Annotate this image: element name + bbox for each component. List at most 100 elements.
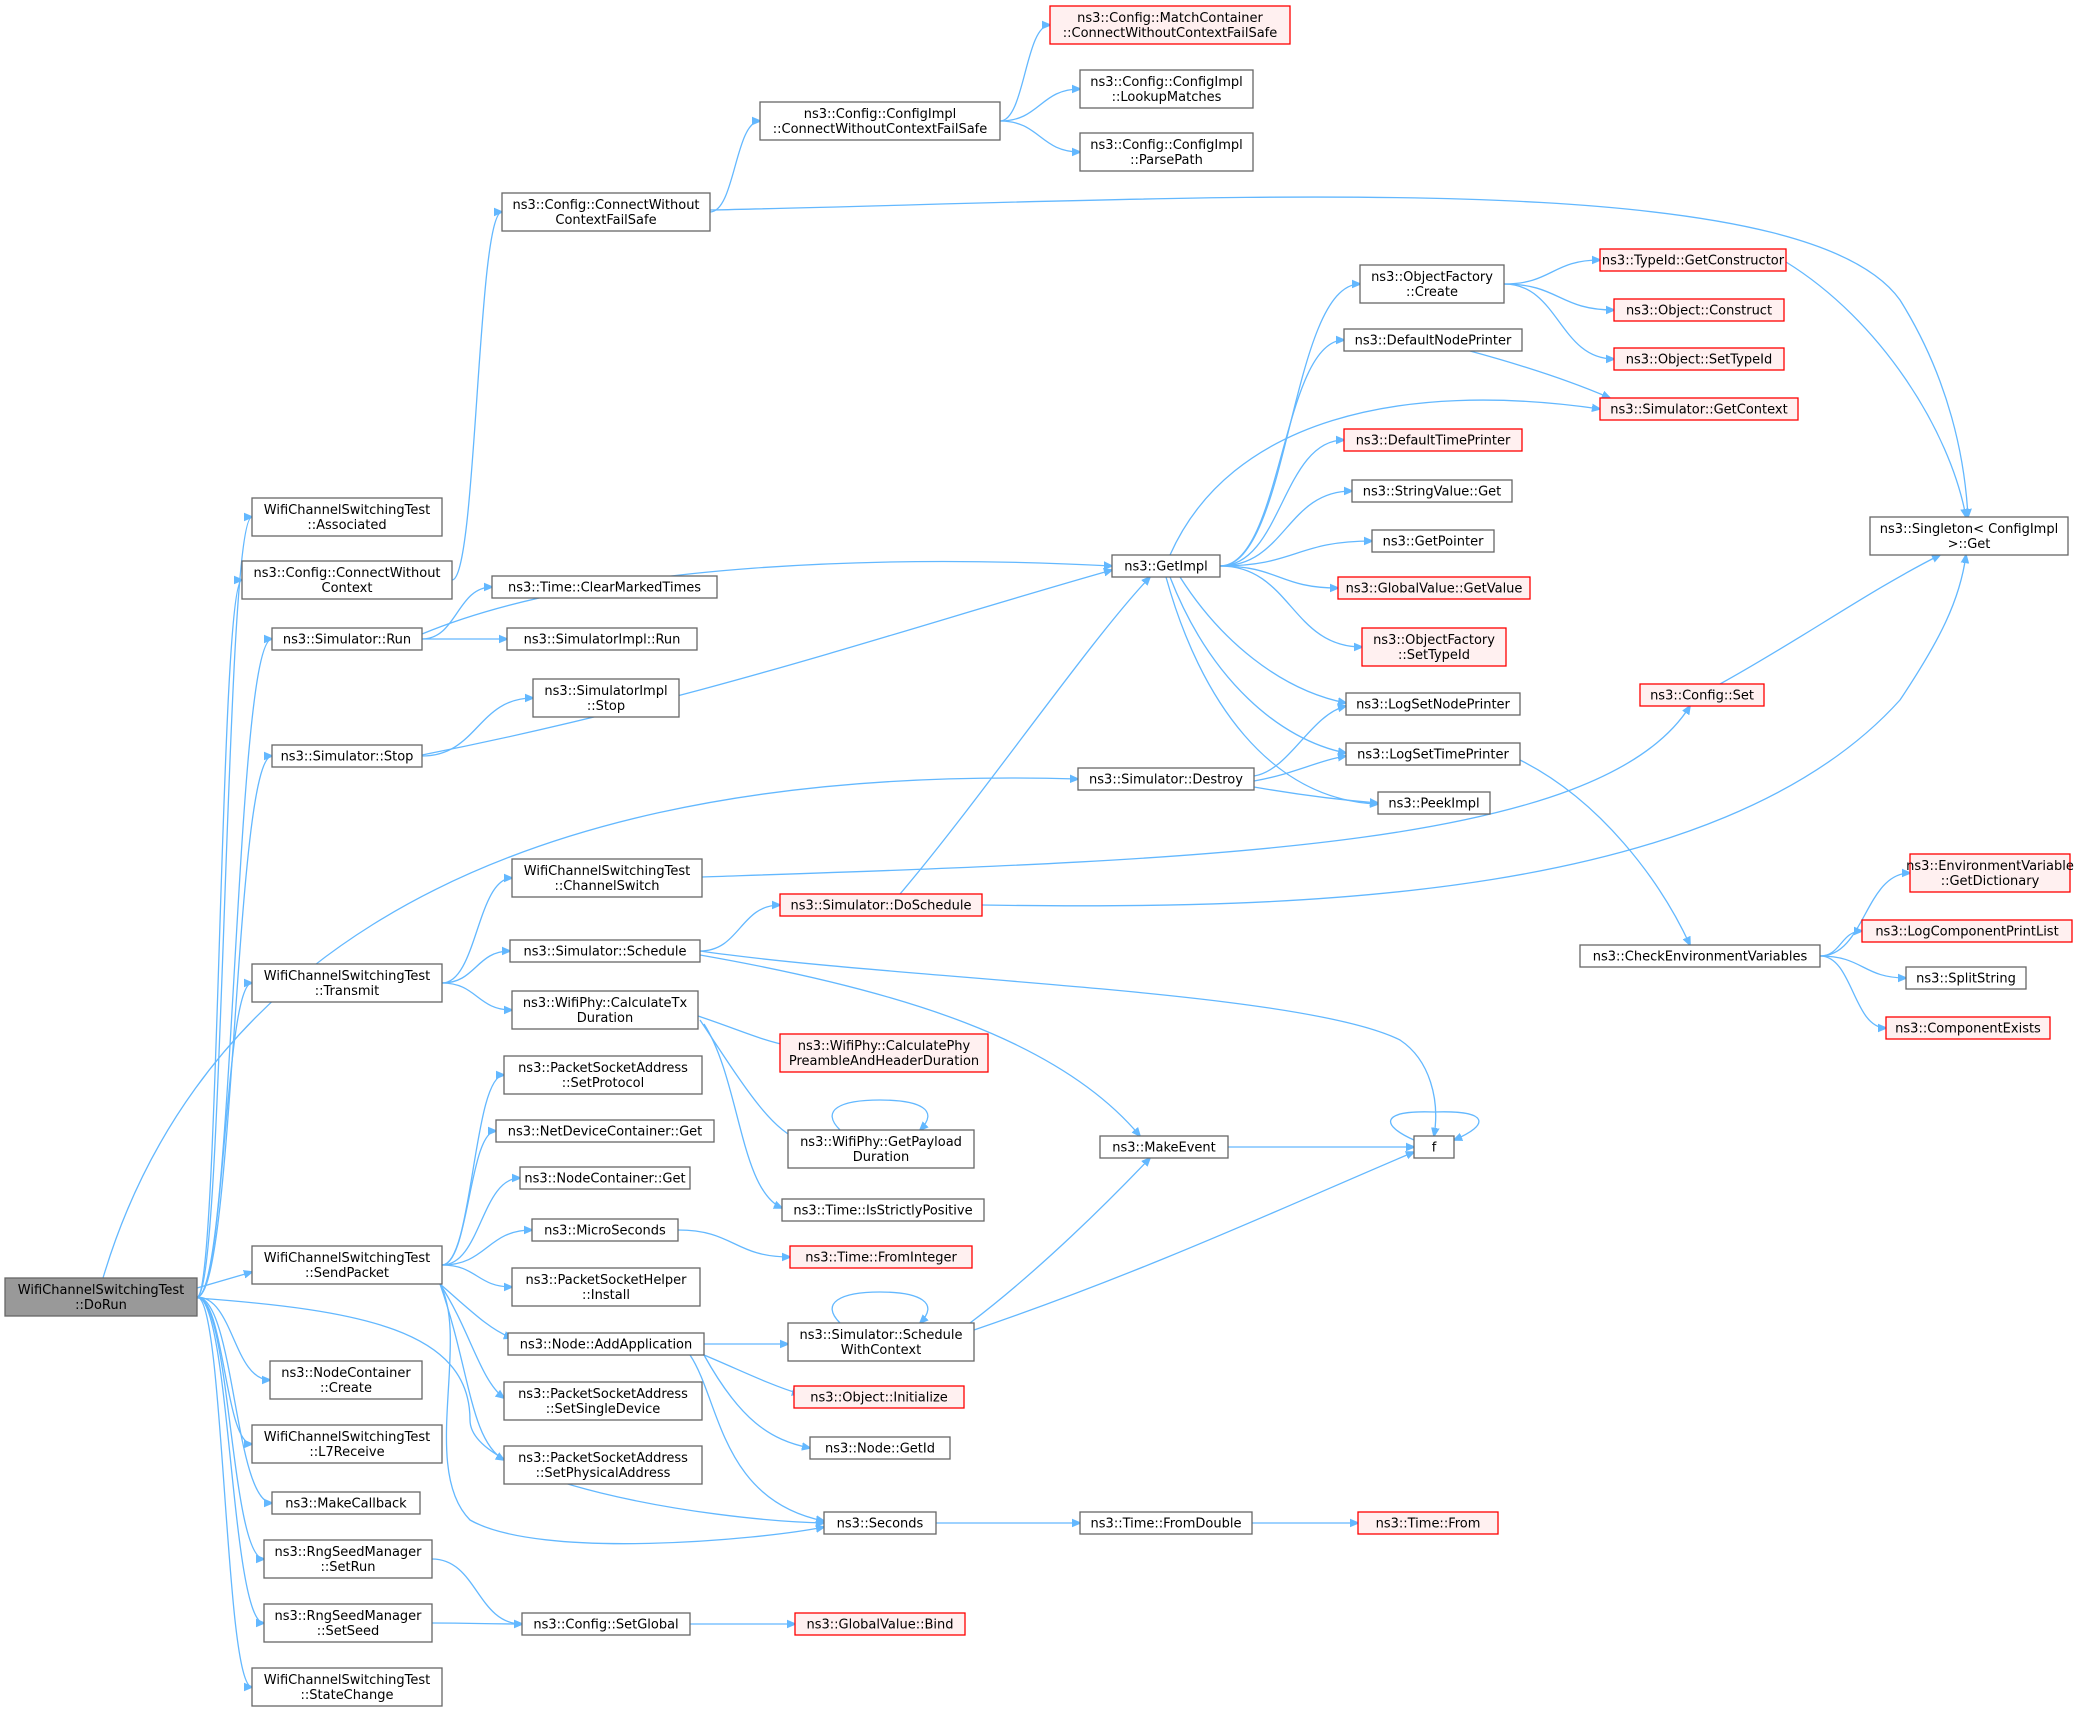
node-box xyxy=(501,192,711,232)
node-cfgConnectWoCtxFS[interactable]: ns3::Config::ConnectWithoutContextFailSa… xyxy=(501,192,711,232)
node-label: ns3::PacketSocketAddress xyxy=(518,1387,688,1402)
node-box xyxy=(507,1332,705,1356)
node-simImplRun[interactable]: ns3::SimulatorImpl::Run xyxy=(506,627,698,651)
node-nodeGetId[interactable]: ns3::Node::GetId xyxy=(809,1436,951,1460)
node-box xyxy=(271,744,423,768)
node-associated[interactable]: WifiChannelSwitchingTest::Associated xyxy=(251,497,443,537)
node-label: ::StateChange xyxy=(301,1688,394,1703)
node-defaultTimePrinter[interactable]: ns3::DefaultTimePrinter xyxy=(1343,428,1523,452)
node-lookupMatches[interactable]: ns3::Config::ConfigImpl::LookupMatches xyxy=(1079,69,1254,109)
node-label: ns3::Node::AddApplication xyxy=(520,1338,693,1353)
node-objFactorySetTypeId[interactable]: ns3::ObjectFactory::SetTypeId xyxy=(1361,627,1507,667)
node-objFactoryCreate[interactable]: ns3::ObjectFactory::Create xyxy=(1359,264,1505,304)
node-label: ns3::PacketSocketHelper xyxy=(525,1273,687,1288)
node-makeEvent[interactable]: ns3::MakeEvent xyxy=(1099,1135,1229,1159)
node-box xyxy=(787,1322,975,1362)
node-objectConstruct[interactable]: ns3::Object::Construct xyxy=(1613,298,1785,322)
node-cfgImplConnect[interactable]: ns3::Config::ConfigImpl::ConnectWithoutC… xyxy=(759,101,1001,141)
node-cfgConnectWoCtx[interactable]: ns3::Config::ConnectWithoutContext xyxy=(241,560,453,600)
node-simStop[interactable]: ns3::Simulator::Stop xyxy=(271,744,423,768)
edge-sendPacket-to-pktSockSetPhysAddr xyxy=(439,1283,504,1460)
node-peekImpl[interactable]: ns3::PeekImpl xyxy=(1377,791,1491,815)
node-configSet[interactable]: ns3::Config::Set xyxy=(1639,683,1765,707)
node-nodeContGet[interactable]: ns3::NodeContainer::Get xyxy=(519,1166,691,1190)
node-label: WithContext xyxy=(841,1343,921,1358)
node-typeIdGetConstructor[interactable]: ns3::TypeId::GetConstructor xyxy=(1599,248,1787,272)
node-calcPhyPreamble[interactable]: ns3::WifiPhy::CalculatePhyPreambleAndHea… xyxy=(779,1033,989,1073)
node-splitString[interactable]: ns3::SplitString xyxy=(1905,966,2027,990)
node-checkEnvVars[interactable]: ns3::CheckEnvironmentVariables xyxy=(1579,944,1821,968)
node-stringValueGet[interactable]: ns3::StringValue::Get xyxy=(1351,479,1513,503)
node-envVarGetDict[interactable]: ns3::EnvironmentVariable::GetDictionary xyxy=(1906,853,2074,893)
node-parsePath[interactable]: ns3::Config::ConfigImpl::ParsePath xyxy=(1079,132,1254,172)
node-transmit[interactable]: WifiChannelSwitchingTest::Transmit xyxy=(251,963,443,1003)
edge-sendPacket-to-nodeContGet xyxy=(441,1178,520,1266)
node-pktSockSetPhysAddr[interactable]: ns3::PacketSocketAddress::SetPhysicalAdd… xyxy=(503,1445,703,1485)
node-box xyxy=(1377,791,1491,815)
edge-simRun-to-getImpl xyxy=(421,560,1112,635)
node-globalValueBind[interactable]: ns3::GlobalValue::Bind xyxy=(794,1612,966,1636)
node-singletonGet[interactable]: ns3::Singleton< ConfigImpl >::Get xyxy=(1869,516,2069,556)
node-simImplStop[interactable]: ns3::SimulatorImpl::Stop xyxy=(532,678,680,718)
node-rngSetRun[interactable]: ns3::RngSeedManager::SetRun xyxy=(263,1539,433,1579)
node-simSchedule[interactable]: ns3::Simulator::Schedule xyxy=(509,939,701,963)
edge-microSeconds-to-fromInteger xyxy=(677,1229,790,1257)
node-logCompPrintList[interactable]: ns3::LogComponentPrintList xyxy=(1861,919,2073,943)
node-cfgSetGlobal[interactable]: ns3::Config::SetGlobal xyxy=(521,1612,691,1636)
node-logSetNodePrinter[interactable]: ns3::LogSetNodePrinter xyxy=(1345,692,1521,716)
node-pktSockSetSingleDevice[interactable]: ns3::PacketSocketAddress::SetSingleDevic… xyxy=(503,1381,703,1421)
node-nodeAddApp[interactable]: ns3::Node::AddApplication xyxy=(507,1332,705,1356)
node-label: ns3::Time::From xyxy=(1376,1517,1481,1532)
edge-f-to-f xyxy=(1389,1111,1480,1140)
node-channelSwitch[interactable]: WifiChannelSwitchingTest::ChannelSwitch xyxy=(511,858,703,898)
node-box xyxy=(794,1612,966,1636)
node-rngSetSeed[interactable]: ns3::RngSeedManager::SetSeed xyxy=(263,1603,433,1643)
edge-getImpl-to-simGetContext xyxy=(1169,399,1600,556)
node-label: ns3::Object::Construct xyxy=(1626,304,1772,319)
node-netDevContGet[interactable]: ns3::NetDeviceContainer::Get xyxy=(495,1119,715,1143)
node-f[interactable]: f xyxy=(1413,1135,1455,1159)
node-matchContainer[interactable]: ns3::Config::MatchContainer::ConnectWith… xyxy=(1049,5,1291,45)
node-label: ns3::PacketSocketAddress xyxy=(518,1451,688,1466)
node-globalValueGetValue[interactable]: ns3::GlobalValue::GetValue xyxy=(1337,576,1531,600)
node-box xyxy=(251,963,443,1003)
node-objectSetTypeId[interactable]: ns3::Object::SetTypeId xyxy=(1613,347,1785,371)
node-timeFromDouble[interactable]: ns3::Time::FromDouble xyxy=(1079,1511,1253,1535)
edge-getPayloadDuration-to-getPayloadDuration xyxy=(831,1099,928,1130)
node-simGetContext[interactable]: ns3::Simulator::GetContext xyxy=(1599,397,1799,421)
node-simDoSchedule[interactable]: ns3::Simulator::DoSchedule xyxy=(779,893,983,917)
node-seconds[interactable]: ns3::Seconds xyxy=(823,1511,937,1535)
node-componentExists[interactable]: ns3::ComponentExists xyxy=(1885,1016,2051,1040)
node-makeCallback[interactable]: ns3::MakeCallback xyxy=(271,1491,421,1515)
edge-sendPacket-to-pktSockSetProtocol xyxy=(441,1075,504,1266)
node-microSeconds[interactable]: ns3::MicroSeconds xyxy=(531,1218,679,1242)
node-pktSockSetProtocol[interactable]: ns3::PacketSocketAddress::SetProtocol xyxy=(503,1055,703,1095)
node-sendPacket[interactable]: WifiChannelSwitchingTest::SendPacket xyxy=(251,1245,443,1285)
edge-simSchedule-to-f xyxy=(699,950,1436,1136)
node-objectInitialize[interactable]: ns3::Object::Initialize xyxy=(793,1385,965,1409)
node-simDestroy[interactable]: ns3::Simulator::Destroy xyxy=(1077,767,1255,791)
node-box xyxy=(809,1436,951,1460)
node-pktSockHelperInstall[interactable]: ns3::PacketSocketHelper::Install xyxy=(511,1267,701,1307)
node-l7receive[interactable]: WifiChannelSwitchingTest::L7Receive xyxy=(251,1424,443,1464)
node-getImpl[interactable]: ns3::GetImpl xyxy=(1111,554,1221,578)
node-box xyxy=(1869,516,2069,556)
edge-simDestroy-to-peekImpl xyxy=(1253,786,1378,803)
node-root[interactable]: WifiChannelSwitchingTest::DoRun xyxy=(4,1277,198,1317)
node-stateChange[interactable]: WifiChannelSwitchingTest::StateChange xyxy=(251,1667,443,1707)
node-label: ns3::ObjectFactory xyxy=(1373,633,1495,648)
node-isStrictlyPositive[interactable]: ns3::Time::IsStrictlyPositive xyxy=(781,1198,985,1222)
node-timeFrom[interactable]: ns3::Time::From xyxy=(1357,1511,1499,1535)
node-fromInteger[interactable]: ns3::Time::FromInteger xyxy=(789,1245,973,1269)
node-simRun[interactable]: ns3::Simulator::Run xyxy=(271,627,423,651)
node-label: ns3::Simulator::Stop xyxy=(281,750,414,765)
node-nodeContCreate[interactable]: ns3::NodeContainer::Create xyxy=(269,1360,423,1400)
node-defaultNodePrinter[interactable]: ns3::DefaultNodePrinter xyxy=(1343,328,1523,352)
node-logSetTimePrinter[interactable]: ns3::LogSetTimePrinter xyxy=(1345,742,1521,766)
edge-simSchedule-to-makeEvent xyxy=(699,954,1140,1136)
node-clearMarkedTimes[interactable]: ns3::Time::ClearMarkedTimes xyxy=(491,575,718,599)
node-getPointer[interactable]: ns3::GetPointer xyxy=(1371,529,1495,553)
